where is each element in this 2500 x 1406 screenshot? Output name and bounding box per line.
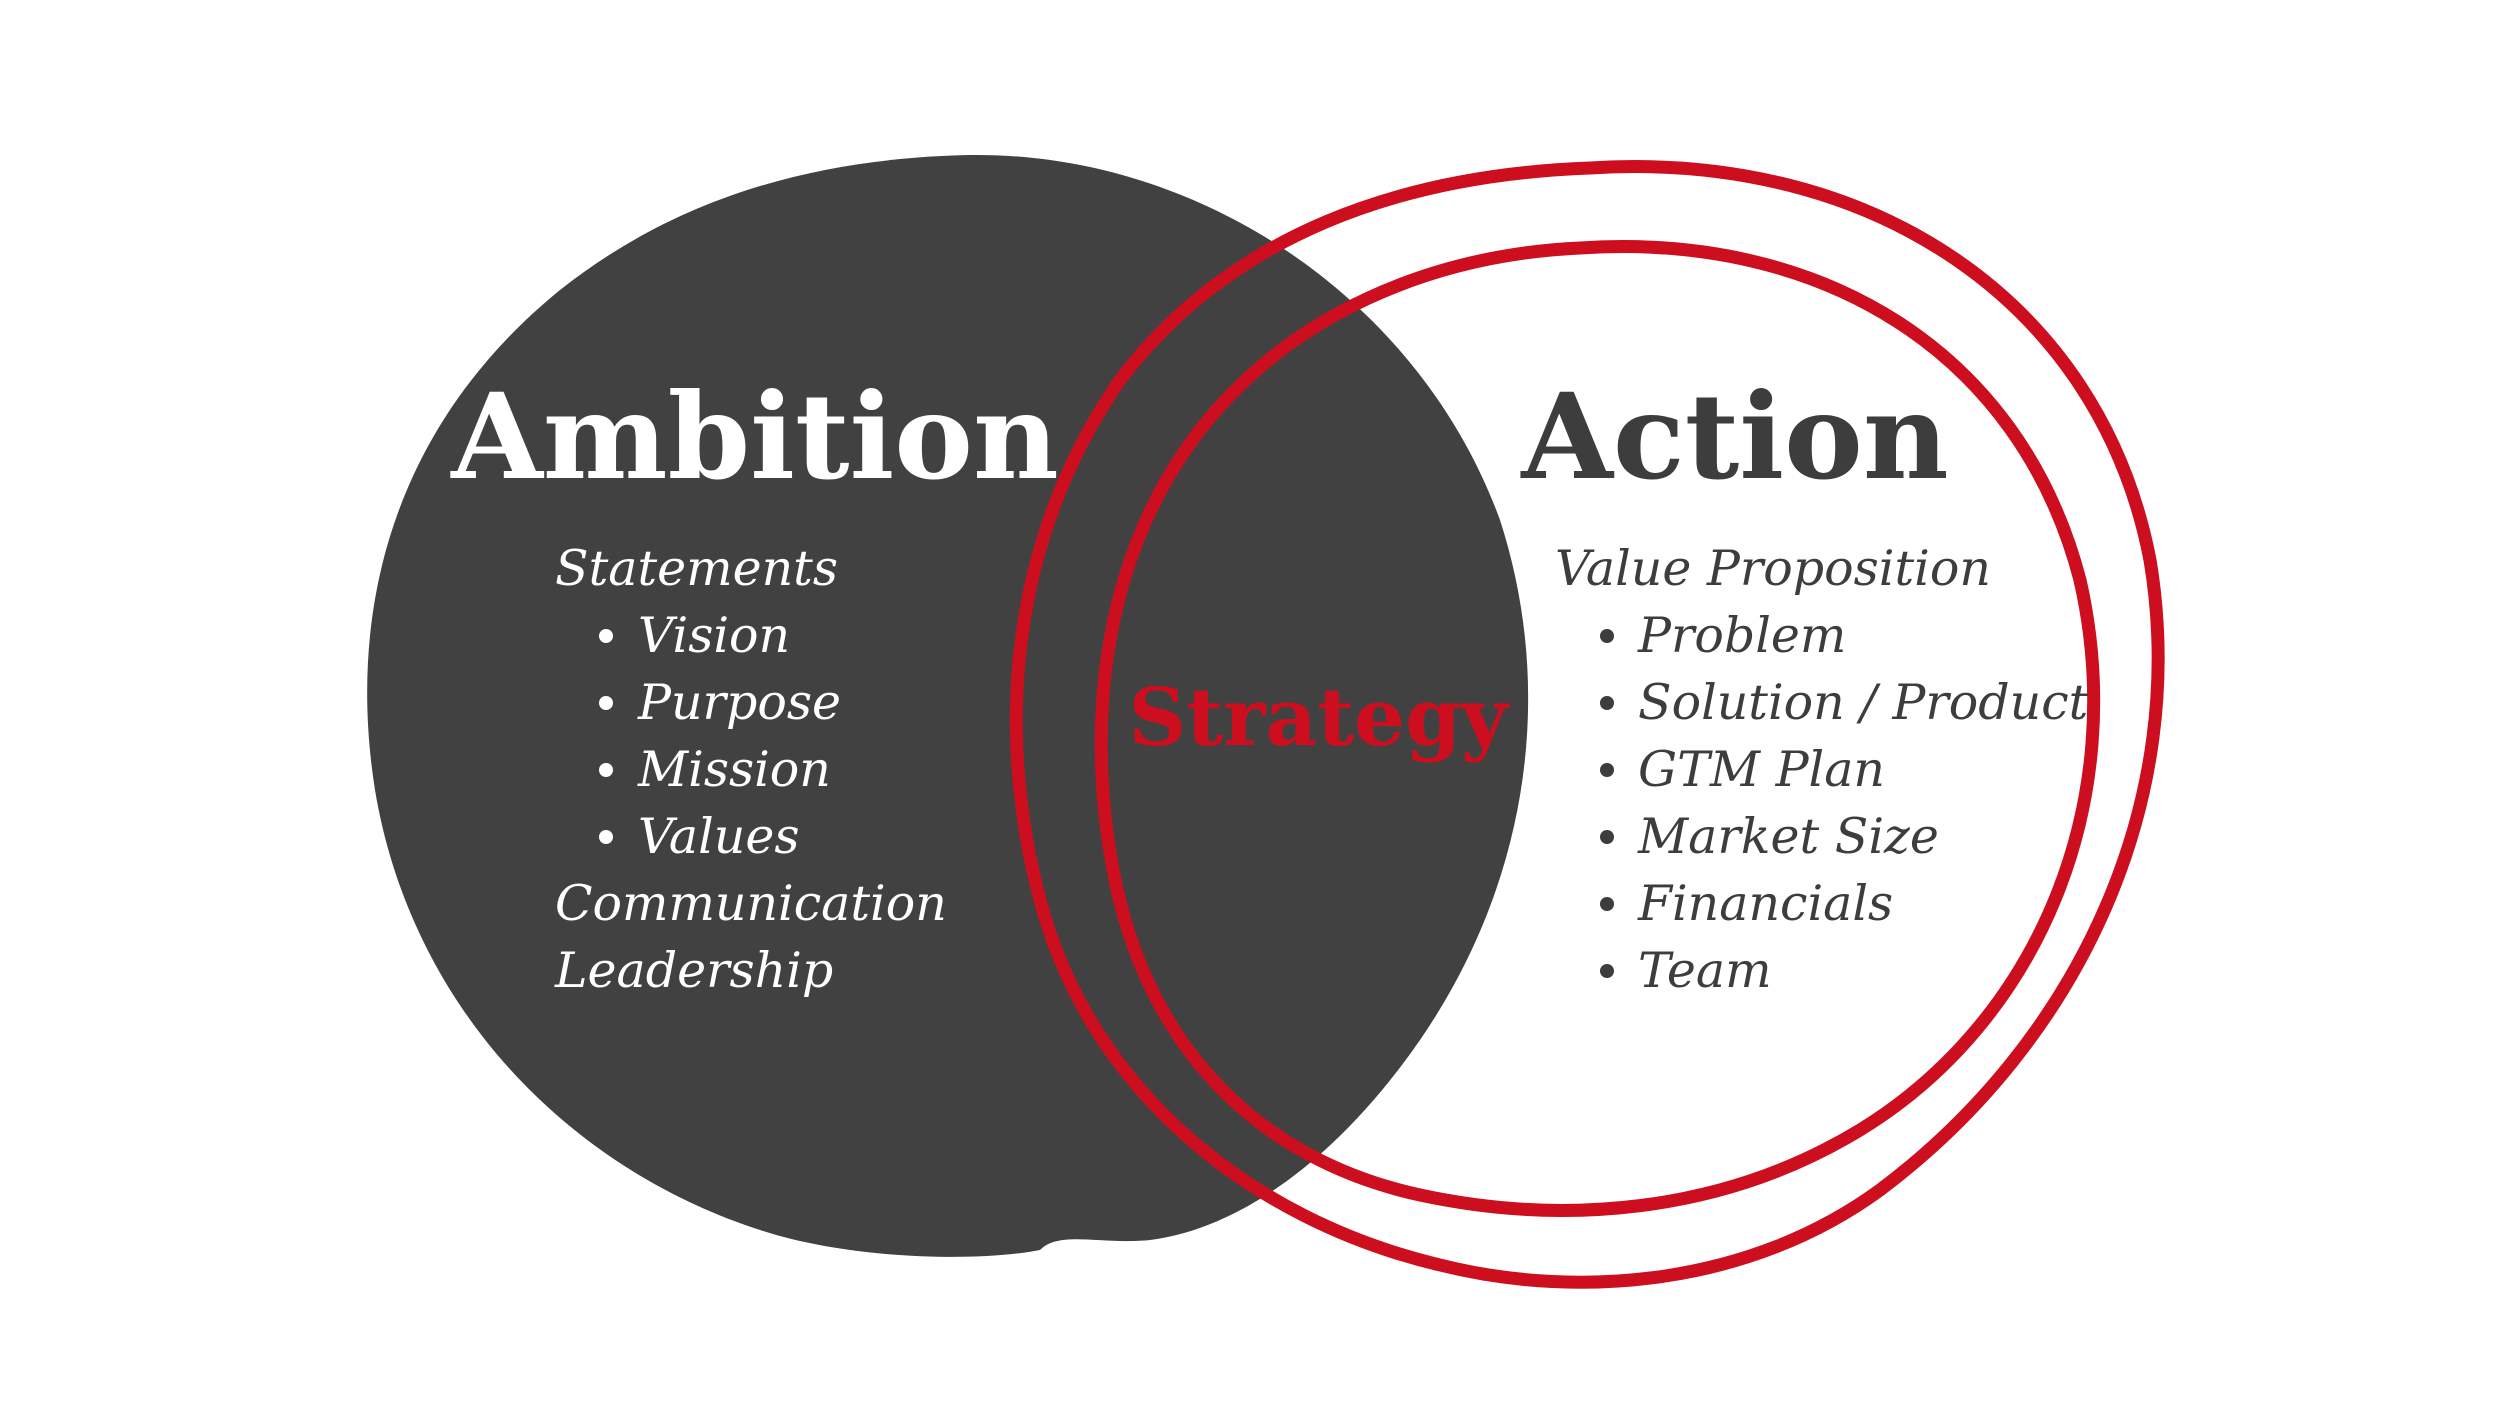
ambition-statement-item: Mission: [637, 741, 831, 798]
ambition-extra-item: Communication: [555, 875, 947, 932]
bullet: [1600, 629, 1614, 643]
action-title: Action: [1520, 367, 1948, 506]
bullet: [1600, 897, 1614, 911]
ambition-statements-label: Statements: [555, 540, 838, 597]
bullet: [1600, 964, 1614, 978]
ambition-statements-list: Vision Purpose Mission Values: [599, 607, 841, 865]
ambition-statement-item: Purpose: [637, 674, 841, 731]
bullet: [1600, 763, 1614, 777]
bullet: [599, 696, 613, 710]
action-item: Solution / Product: [1638, 674, 2089, 731]
action-circle-inner: [1094, 240, 2101, 1217]
ambition-statement-item: Vision: [638, 607, 790, 664]
action-item: Market Size: [1637, 808, 1939, 865]
ambition-circle: [367, 154, 1529, 1257]
bullet: [1600, 830, 1614, 844]
action-heading: Value Proposition: [1555, 540, 1991, 597]
action-item: GTM Plan: [1638, 741, 1885, 798]
ambition-title: Ambition: [450, 367, 1059, 506]
action-item: Problem: [1637, 607, 1846, 664]
bullet: [1600, 696, 1614, 710]
ambition-extra-item: Leadership: [554, 942, 833, 999]
bullet: [599, 629, 613, 643]
strategy-label: Strategy: [1129, 670, 1511, 764]
action-item: Financials: [1637, 875, 1893, 932]
ambition-statement-item: Values: [638, 808, 799, 865]
action-item: Team: [1638, 942, 1772, 999]
bullet: [599, 763, 613, 777]
action-items-list: Problem Solution / Product GTM Plan Mark…: [1600, 607, 2089, 999]
bullet: [599, 830, 613, 844]
action-circle-outer: [1009, 160, 2165, 1289]
